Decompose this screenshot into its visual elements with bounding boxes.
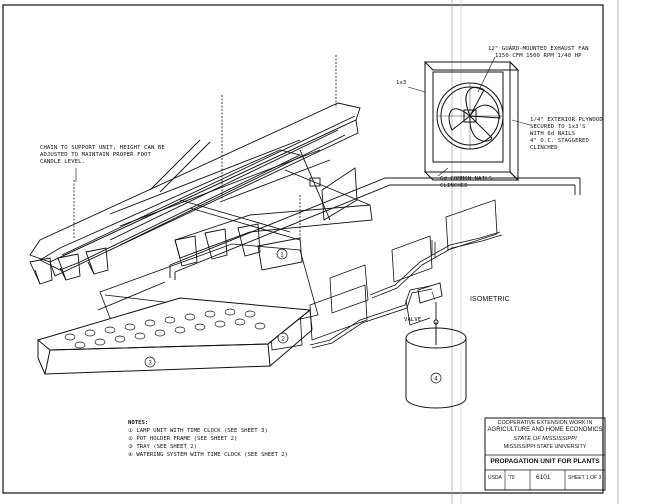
- note-item: ② POT HOLDER FRAME (SEE SHEET 2): [128, 436, 238, 442]
- title-block-frame: [484, 417, 606, 491]
- support-chains: [73, 55, 337, 240]
- tb-sheet: SHEET 1 OF 3: [568, 475, 602, 481]
- note-item: ④ WATERING SYSTEM WITH TIME CLOCK (SEE S…: [128, 452, 288, 458]
- marker-watering: [430, 372, 442, 384]
- marker-label: 2: [281, 336, 285, 342]
- pot-holes: [64, 308, 266, 349]
- fan-housing: [423, 60, 520, 182]
- marker-label: 3: [148, 360, 152, 366]
- marker-lamp-unit: [276, 248, 288, 260]
- tray: [36, 297, 313, 375]
- marker-pot-frame: [277, 332, 289, 344]
- marker-label: 4: [434, 376, 438, 382]
- tb-line4: MISSISSIPPI STATE UNIVERSITY: [503, 444, 587, 450]
- notes-heading: NOTES:: [128, 420, 149, 426]
- lamp-unit: [29, 102, 373, 285]
- nails-callout: 6d COMMON NAILS CLINCHED: [440, 176, 493, 189]
- valve-label: VALVE: [404, 317, 422, 323]
- plywood-callout: 1/4" EXTERIOR PLYWOOD SECURED TO 1x3'S W…: [530, 117, 603, 151]
- tb-year: '70: [508, 475, 515, 481]
- tb-line3: STATE OF MISSISSIPPI: [513, 436, 577, 442]
- note-item: ③ TRAY (SEE SHEET 2): [128, 444, 198, 450]
- chain-callout: CHAIN TO SUPPORT UNIT, HEIGHT CAN BE ADJ…: [40, 145, 165, 165]
- view-label: ISOMETRIC: [470, 296, 510, 303]
- callout-markers: 1 2 3 4: [144, 248, 442, 384]
- marker-tray: [144, 356, 156, 368]
- tb-number: 6101: [536, 474, 551, 481]
- tb-title: PROPAGATION UNIT FOR PLANTS: [490, 458, 600, 465]
- note-item: ① LAMP UNIT WITH TIME CLOCK (SEE SHEET 3…: [128, 428, 268, 434]
- tb-line2: AGRICULTURE AND HOME ECONOMICS: [487, 427, 603, 433]
- water-tank: [405, 322, 467, 409]
- watering-pipes: [309, 231, 503, 349]
- tb-agency: USDA: [488, 475, 502, 481]
- drawing-border: [2, 4, 604, 494]
- marker-label: 1: [280, 252, 284, 258]
- lumber-callout: 1x3: [396, 80, 407, 86]
- fan-callout: 12" GUARD-MOUNTED EXHAUST FAN 1150 CFM 1…: [488, 46, 589, 59]
- title-block: COOPERATIVE EXTENSION WORK IN AGRICULTUR…: [485, 418, 605, 490]
- leader-lines: [407, 56, 531, 301]
- tb-line1: COOPERATIVE EXTENSION WORK IN: [497, 420, 593, 426]
- enclosure-floor: [97, 167, 581, 311]
